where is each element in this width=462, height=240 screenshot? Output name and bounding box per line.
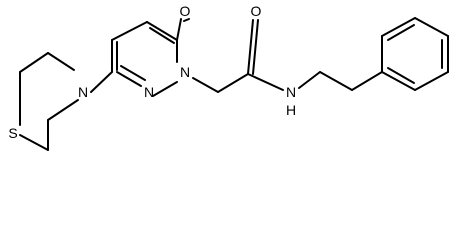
bond-c-o-double [252, 19, 259, 75]
atom-labels: S N N N O O N H [8, 3, 296, 141]
bond-n2-c3 [116, 71, 142, 87]
atom-label-amide-hydrogen: H [286, 102, 296, 118]
bond-n2-c3-double [120, 65, 146, 81]
bond-n-ch2 [298, 71, 321, 89]
bond-ring-c-c-1 [19, 52, 49, 73]
bond-n1-n2 [152, 81, 178, 97]
atom-label-ring-nitrogen-n1: N [180, 64, 190, 80]
bond-ph-2 [381, 17, 416, 37]
bond-c5-c6 [146, 21, 178, 41]
bond-ph-6 [381, 71, 416, 91]
bond-c6-o [176, 18, 182, 41]
atom-label-ring-nitrogen-lower: N [144, 84, 154, 100]
bond-lines [19, 17, 449, 151]
bond-n1-ch2 [192, 77, 219, 93]
bond-n-c-thiomorph-2 [47, 99, 79, 121]
bond-n-c3 [90, 71, 113, 93]
bond-c-o [247, 19, 254, 75]
bond-ph-5 [414, 71, 449, 91]
bond-c5-c6-double [149, 27, 175, 44]
bond-c-s [19, 134, 49, 151]
bond-c-n-thiomorph-1 [47, 52, 75, 71]
bond-c4-c5 [111, 21, 148, 41]
bond-ph-6-double [387, 67, 415, 84]
bond-c-n [247, 73, 284, 91]
atom-label-ring-carbonyl-oxygen: O [180, 3, 191, 19]
bond-c6-o-double [183, 18, 190, 22]
bond-ch2-ch2 [319, 71, 353, 91]
chemical-structure: S N N N O O N H [8, 3, 449, 151]
bond-ch2-ph [351, 71, 383, 91]
bond-ph-3 [414, 17, 449, 37]
bond-ph-2-double [387, 24, 415, 41]
atom-label-thiomorpholine-nitrogen: N [78, 84, 88, 100]
atom-label-amide-nitrogen: N [286, 84, 296, 100]
atom-label-amide-oxygen: O [251, 3, 262, 19]
atom-label-sulfur: S [8, 125, 17, 141]
bond-ch2-c [217, 73, 249, 93]
